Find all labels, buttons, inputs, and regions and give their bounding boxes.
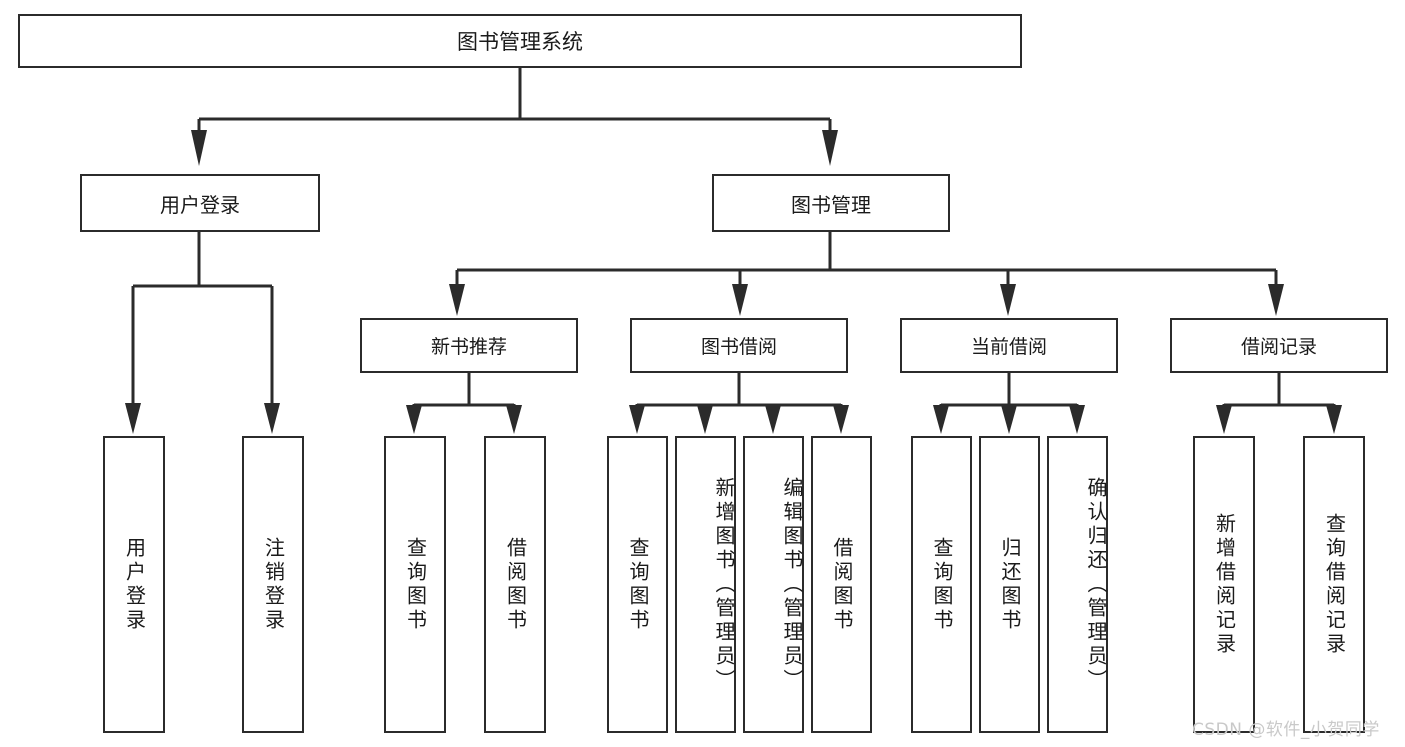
node-book-management[interactable]: 图书管理 (712, 174, 950, 232)
leaf-query-book-newbook[interactable]: 查询图书 (384, 436, 446, 733)
node-label: 查询借阅记录 (1322, 512, 1347, 657)
node-borrow-record[interactable]: 借阅记录 (1170, 318, 1388, 373)
node-label: 新增借阅记录 (1212, 512, 1237, 657)
csdn-watermark: CSDN @软件_小贺同学 (1192, 720, 1380, 740)
node-label: 借阅图书 (830, 536, 854, 633)
node-label: 用户登录 (160, 192, 240, 217)
node-book-borrow[interactable]: 图书借阅 (630, 318, 848, 373)
leaf-borrow-book-newbook[interactable]: 借阅图书 (484, 436, 546, 733)
node-label: 新增图书（管理员） (712, 476, 736, 693)
node-label: 新书推荐 (430, 336, 507, 358)
leaf-query-book-borrow[interactable]: 查询图书 (607, 436, 668, 733)
leaf-user-login[interactable]: 用户登录 (103, 436, 165, 733)
node-label: 查询图书 (626, 536, 650, 633)
leaf-logout[interactable]: 注销登录 (242, 436, 304, 733)
leaf-confirm-return-admin[interactable]: 确认归还（管理员） (1047, 436, 1108, 733)
leaf-return-book[interactable]: 归还图书 (979, 436, 1040, 733)
node-current-borrow[interactable]: 当前借阅 (900, 318, 1118, 373)
node-user-login[interactable]: 用户登录 (80, 174, 320, 232)
node-label: 查询图书 (930, 536, 954, 633)
node-label: 确认归还（管理员） (1084, 476, 1108, 693)
node-label: 查询图书 (403, 536, 428, 633)
node-label: 图书管理系统 (457, 30, 583, 54)
leaf-edit-book-admin[interactable]: 编辑图书（管理员） (743, 436, 804, 733)
node-label: 编辑图书（管理员） (780, 476, 804, 693)
node-label: 图书管理 (791, 192, 871, 217)
node-root-book-management-system[interactable]: 图书管理系统 (18, 14, 1022, 68)
leaf-query-borrow-record[interactable]: 查询借阅记录 (1303, 436, 1365, 733)
leaf-add-borrow-record[interactable]: 新增借阅记录 (1193, 436, 1255, 733)
node-label: 借阅图书 (503, 536, 528, 633)
node-new-book-recommend[interactable]: 新书推荐 (360, 318, 578, 373)
leaf-add-book-admin[interactable]: 新增图书（管理员） (675, 436, 736, 733)
node-label: 借阅记录 (1240, 336, 1317, 358)
leaf-borrow-book[interactable]: 借阅图书 (811, 436, 872, 733)
node-label: 当前借阅 (970, 336, 1047, 358)
leaf-query-book-current[interactable]: 查询图书 (911, 436, 972, 733)
node-label: 用户登录 (122, 536, 147, 633)
node-label: 归还图书 (998, 536, 1022, 633)
node-label: 注销登录 (261, 536, 286, 633)
node-label: 图书借阅 (700, 336, 777, 358)
